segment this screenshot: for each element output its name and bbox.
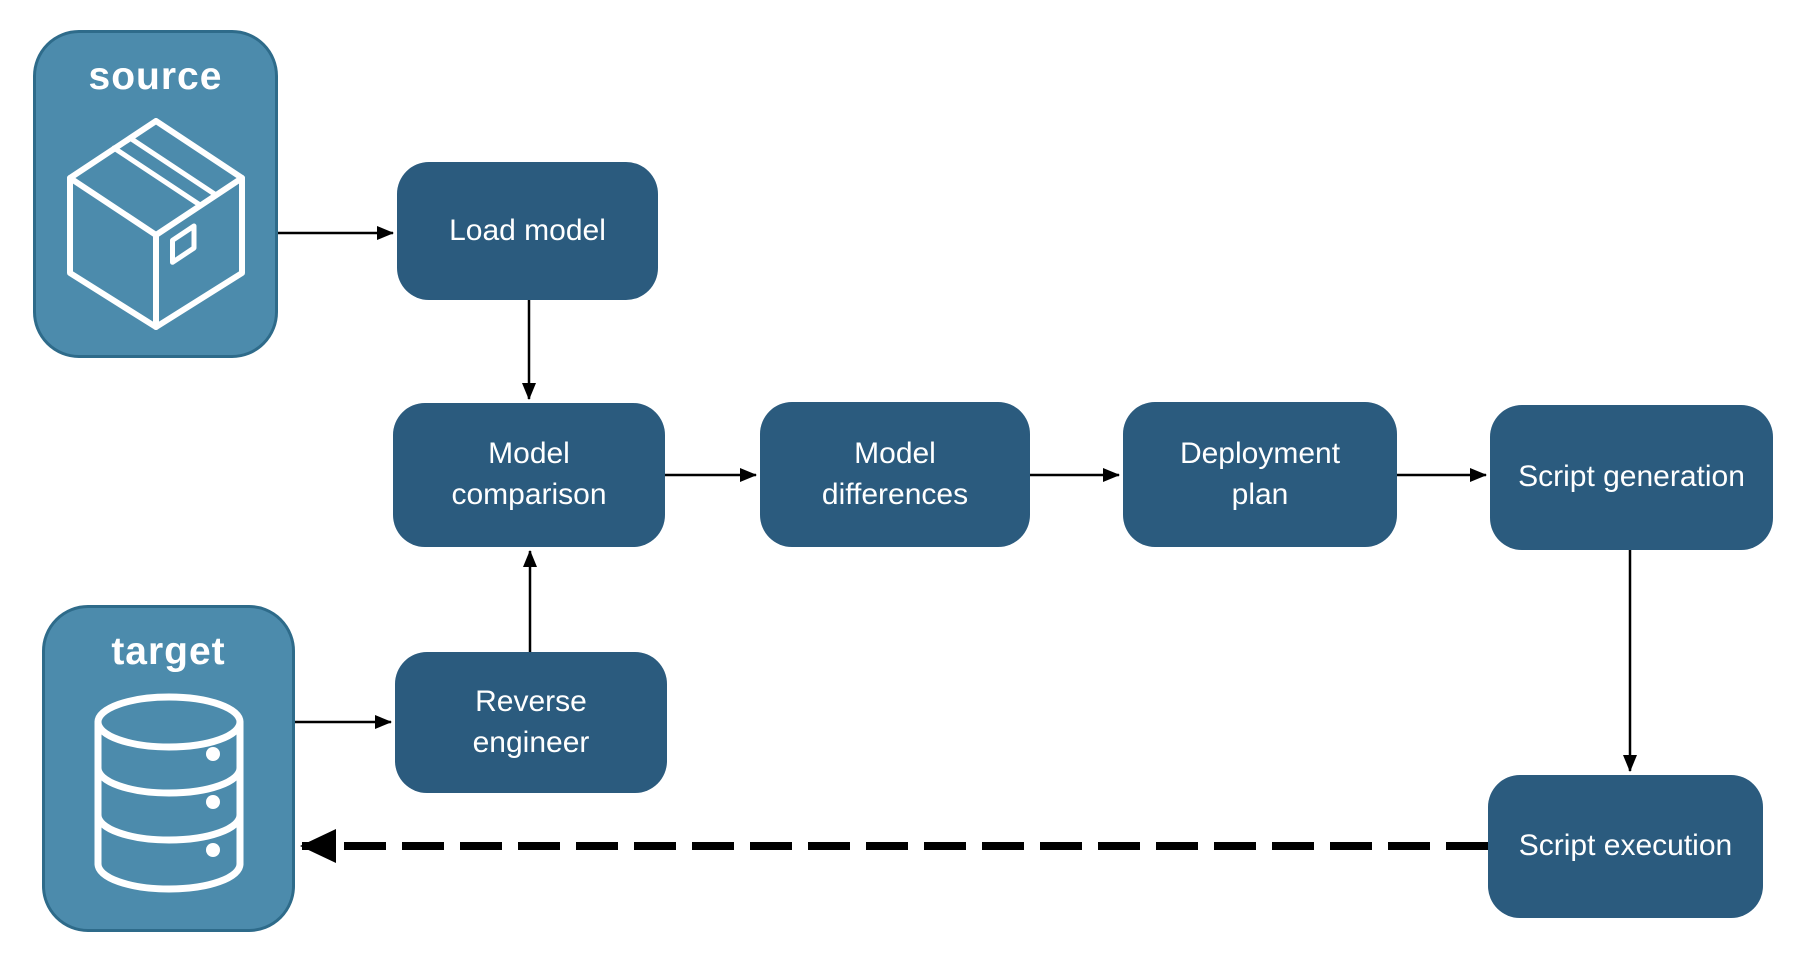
target-box: target [42, 605, 295, 932]
source-box: source [33, 30, 278, 358]
node-label: Load model [449, 213, 606, 247]
target-label: target [111, 630, 226, 673]
node-script-generation: Script generation [1490, 405, 1773, 550]
node-label: Script generation [1518, 460, 1745, 494]
node-script-execution: Script execution [1488, 775, 1763, 918]
node-reverse-engineer: Reverse engineer [395, 652, 667, 793]
package-icon [66, 118, 245, 330]
node-model-comparison: Model comparison [393, 403, 665, 547]
node-load-model: Load model [397, 162, 658, 300]
node-label: Deployment plan [1179, 436, 1341, 511]
node-deployment-plan: Deployment plan [1123, 402, 1397, 547]
node-label: Model differences [821, 436, 969, 511]
source-label: source [88, 55, 223, 98]
node-label: Model comparison [451, 437, 607, 511]
database-icon [94, 693, 243, 893]
node-label: Reverse engineer [472, 684, 590, 759]
node-label: Script execution [1518, 829, 1733, 863]
node-model-differences: Model differences [760, 402, 1030, 547]
